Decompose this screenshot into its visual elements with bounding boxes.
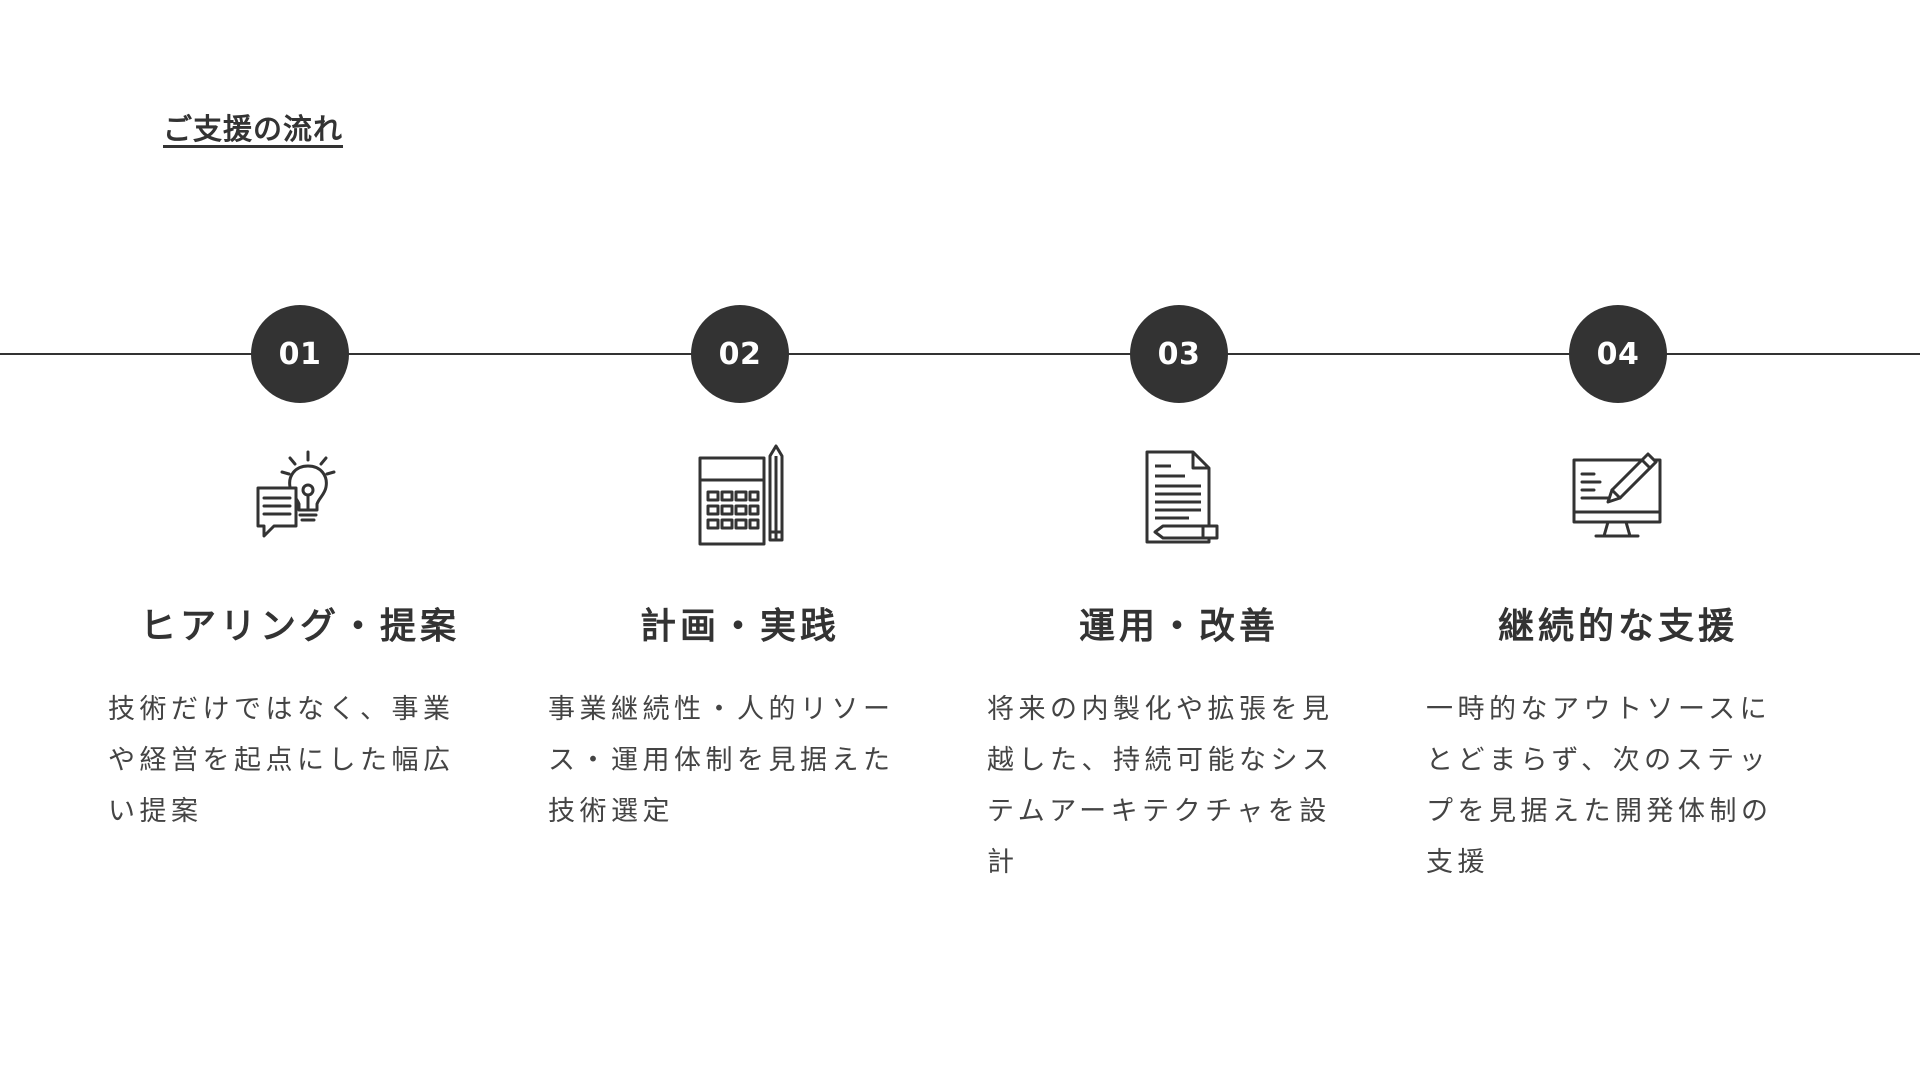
step-3: 03 運用・改善 将来の内製化や拡張を見 越した、持続可能なシス — [959, 0, 1399, 1080]
step-2: 02 — [520, 0, 960, 1080]
step-description: 事業継続性・人的リソー ス・運用体制を見据えた 技術選定 — [548, 684, 948, 837]
description-line: ス・運用体制を見据えた — [548, 745, 895, 776]
description-line: とどまらず、次のステッ — [1426, 745, 1771, 776]
step-title: 継続的な支援 — [1497, 606, 1738, 647]
description-line: 支援 — [1426, 847, 1489, 878]
step-description: 一時的なアウトソースに とどまらず、次のステッ プを見据えた開発体制の 支援 — [1426, 684, 1826, 888]
lightbulb-chat-icon — [250, 444, 350, 549]
step-title: 運用・改善 — [1078, 606, 1279, 647]
step-number-badge: 02 — [691, 305, 789, 403]
description-line: テムアーキテクチャを設 — [987, 796, 1331, 827]
timeline-line — [0, 353, 1920, 355]
description-line: や経営を起点にした幅広 — [108, 745, 455, 776]
step-title: ヒアリング・提案 — [139, 606, 460, 647]
step-description: 技術だけではなく、事業 や経営を起点にした幅広 い提案 — [108, 684, 508, 837]
description-line: 将来の内製化や拡張を見 — [987, 694, 1334, 725]
calculator-pencil-icon — [690, 444, 790, 549]
step-title: 計画・実践 — [639, 606, 840, 647]
step-4: 04 継続的な支援 一時的なアウトソースに とどまらず、次 — [1398, 0, 1838, 1080]
step-number-badge: 01 — [251, 305, 349, 403]
description-line: 越した、持続可能なシス — [987, 745, 1334, 776]
step-description: 将来の内製化や拡張を見 越した、持続可能なシス テムアーキテクチャを設 計 — [987, 684, 1387, 888]
step-number-badge: 04 — [1569, 305, 1667, 403]
monitor-pencil-icon — [1568, 444, 1668, 549]
description-line: 事業継続性・人的リソー — [548, 694, 895, 725]
step-1: 01 ヒアリング・提案 — [80, 0, 520, 1080]
document-pen-icon — [1129, 444, 1229, 549]
description-line: 技術選定 — [548, 796, 674, 827]
description-line: 計 — [987, 847, 1019, 878]
page-title: ご支援の流れ — [163, 112, 344, 146]
step-number-badge: 03 — [1130, 305, 1228, 403]
description-line: プを見据えた開発体制の — [1426, 796, 1773, 827]
description-line: 技術だけではなく、事業 — [108, 694, 455, 725]
description-line: 一時的なアウトソースに — [1426, 694, 1772, 725]
description-line: い提案 — [108, 796, 203, 827]
